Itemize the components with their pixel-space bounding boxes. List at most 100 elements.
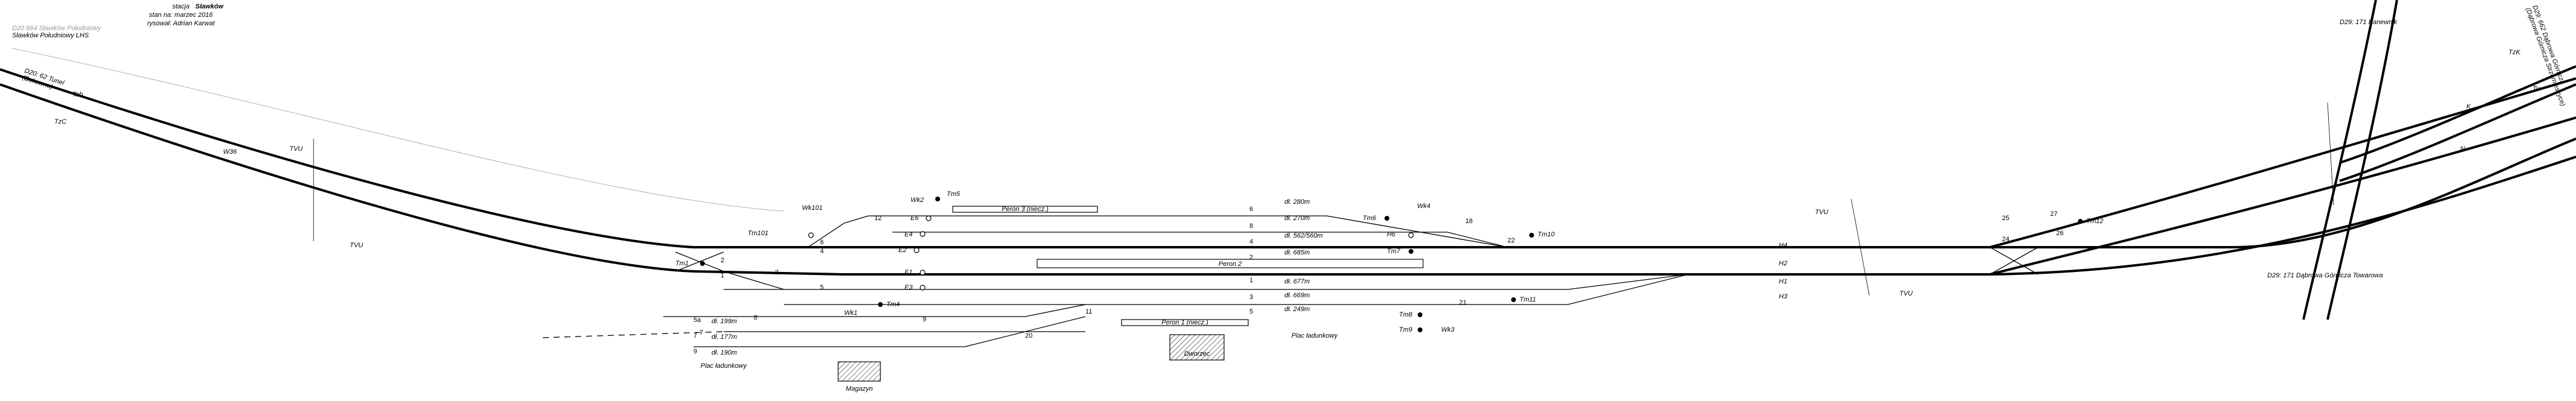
conn-6 (807, 215, 869, 248)
signal-tvu-1: TVU (289, 145, 303, 153)
station-building-label: Dworzec (1184, 350, 1210, 358)
track-6-num: 6 (1249, 206, 1253, 213)
panewnik-line-a (2302, 0, 2377, 320)
line-panewnik-label: D29: 171 Panewnik (2340, 19, 2398, 26)
switch-18: 18 (1465, 218, 1473, 225)
platform-1 (1121, 319, 1249, 326)
signal-head (926, 215, 932, 221)
station-building (1169, 334, 1225, 361)
signal-tzc: TzC (54, 118, 66, 125)
conn-3-right (1567, 274, 1689, 290)
platform-3-label: Peron 3 (niecz.) (1002, 206, 1049, 213)
platform-1-label: Peron 1 (niecz.) (1161, 319, 1208, 326)
signal-h6: H6 (1387, 231, 1396, 238)
track-1-num: 1 (1249, 277, 1253, 284)
switch-4: 4 (820, 248, 824, 255)
track-8-num: 8 (1249, 223, 1253, 230)
track-5-len: dł. 249m (1284, 306, 1310, 313)
signal-head (920, 285, 926, 291)
switch-11: 11 (1085, 308, 1092, 315)
switch-2: 2 (721, 257, 724, 264)
signal-head (1418, 312, 1422, 317)
signal-tvu-4: TVU (1899, 290, 1913, 297)
signal-head (1511, 297, 1516, 302)
signal-wk101: Wk101 (802, 204, 822, 212)
signal-tm6: Tm6 (1363, 215, 1377, 222)
lhs-line (11, 48, 784, 212)
right-lower-line (1989, 116, 2576, 276)
track-labels: dł. 280m 6 dł. 270m 8 dł. 562/560m 4 dł.… (693, 198, 1323, 356)
conn-6-right (1326, 215, 1508, 248)
signal-head (920, 231, 926, 237)
signal-head (1409, 249, 1413, 254)
warehouse (838, 361, 881, 382)
signal-tm7: Tm7 (1387, 248, 1401, 255)
switch-26: 26 (2056, 230, 2063, 237)
signal-tm5: Tm5 (947, 191, 961, 198)
right-upper-line (1989, 77, 2576, 248)
switch-24: 24 (2002, 236, 2009, 243)
signal-tm11: Tm11 (1520, 296, 1536, 303)
signal-wk4: Wk4 (1417, 203, 1430, 210)
track-3-num: 3 (1249, 294, 1253, 301)
signal-e6: E6 (911, 215, 919, 222)
signal-tu: Tu (2533, 85, 2540, 92)
far-right-lower (2339, 83, 2576, 182)
signal-tm9: Tm9 (1399, 326, 1412, 333)
signal-e3: E3 (904, 284, 913, 291)
signal-e2: E2 (898, 247, 906, 254)
header-station-name: Sławków (195, 3, 224, 10)
line-dg-towarowa-label: D29: 171 Dąbrowa Górnicza Towarowa (2267, 272, 2383, 279)
signal-tm10: Tm10 (1538, 231, 1555, 238)
signal-w36: W36 (223, 148, 238, 156)
signal-head (1529, 233, 1534, 238)
header-station-line: stacja (172, 3, 190, 10)
boundary-panewnik (2327, 102, 2334, 206)
signal-n: N (2460, 145, 2465, 153)
signal-e1: E1 (904, 269, 912, 276)
switch-8: 8 (754, 314, 757, 321)
signal-wk3: Wk3 (1441, 326, 1455, 333)
track-8-len: dł. 270m (1284, 215, 1310, 222)
track-1-len: dł. 677m (1284, 278, 1310, 285)
main-track-upper (0, 68, 2576, 248)
header-author-line: rysował: Adrian Karwat (147, 20, 215, 27)
header-state-line: stan na: marzec 2016 (149, 11, 213, 19)
signal-head (1384, 216, 1389, 221)
switch-5: 5 (820, 284, 824, 291)
track-9-len: dł. 190m (712, 349, 737, 356)
signal-h3: H3 (1779, 293, 1788, 300)
yard-left-label: Plac ładunkowy (701, 362, 748, 370)
signal-h1: H1 (1779, 278, 1787, 285)
signal-k: K (2466, 103, 2471, 110)
signal-tvu-3: TVU (1815, 209, 1828, 216)
platform-2 (1037, 259, 1424, 268)
track-2-len: dł. 685m (1284, 249, 1310, 256)
boundary-right (1851, 198, 1870, 296)
track-7-dashed (542, 331, 724, 338)
switch-1: 1 (721, 272, 724, 279)
line-label-lhs: Sławków Południowy LHS (12, 32, 89, 39)
track-7-num: 7 (693, 332, 697, 339)
track-2-num: 2 (1249, 254, 1253, 261)
signal-symbols (700, 197, 2083, 332)
signal-h2: H2 (1779, 260, 1787, 267)
signals: W36 Wk101 Tm101 Wk2 Tm5 E6 E4 E2 E1 E3 T… (223, 49, 2540, 333)
track-5a-len: dł. 199m (712, 318, 737, 325)
conn-8-right (1447, 232, 1508, 248)
track-9-num: 9 (693, 348, 697, 355)
signal-wk1: Wk1 (844, 309, 857, 317)
signal-head (1408, 232, 1414, 238)
track-7-len: dł. 177m (712, 333, 737, 341)
signal-head (808, 232, 814, 238)
line-label-gray: D20 864 Sławków Południowy (12, 25, 102, 32)
yard-right-label: Plac ładunkowy (1292, 332, 1339, 339)
switch-22: 22 (1507, 237, 1515, 244)
switch-27: 27 (2050, 210, 2057, 218)
switch-numbers: 2 3 1 4 6 5 12 8 9 7 11 18 22 21 25 27 2… (699, 210, 2063, 339)
platform-3 (952, 206, 1098, 213)
signal-tm4: Tm4 (886, 301, 900, 308)
signal-tzk: TzK (2508, 49, 2521, 56)
switch-9: 9 (923, 316, 926, 323)
